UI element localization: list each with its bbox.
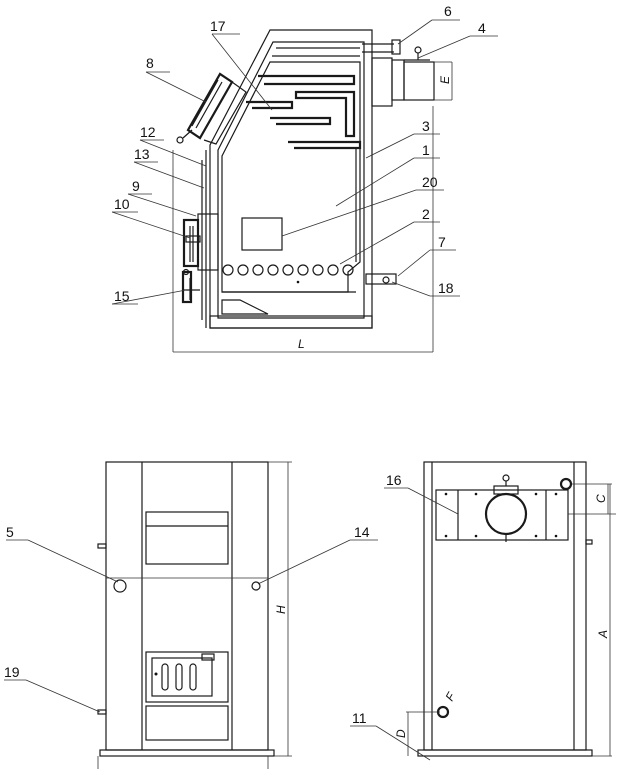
- callout-20: 20: [422, 174, 438, 190]
- inspection-window: [241, 217, 283, 251]
- chimney-outlet: [362, 39, 435, 107]
- callout-8: 8: [146, 55, 154, 71]
- rear-base: [417, 749, 593, 757]
- combustion-chamber: [221, 61, 361, 293]
- feed-door: [176, 72, 247, 145]
- front-lower-door: [145, 651, 229, 741]
- callout-12: 12: [140, 124, 156, 140]
- dim-label-d: D: [394, 729, 408, 738]
- callout-17: 17: [210, 18, 226, 34]
- dimension-a: [572, 483, 612, 757]
- callout-19: 19: [4, 664, 20, 680]
- callout-9: 9: [132, 178, 140, 194]
- front-base: [99, 749, 275, 757]
- dimension-c: [568, 484, 616, 515]
- callout-3: 3: [422, 118, 430, 134]
- water-tubes: [222, 264, 354, 284]
- side-leaders: [111, 19, 498, 305]
- baffles: [246, 74, 362, 150]
- callout-2: 2: [422, 206, 430, 222]
- dimension-e: [434, 61, 453, 101]
- front-outline: [105, 461, 269, 751]
- dim-label-a: A: [596, 630, 610, 639]
- callout-14: 14: [354, 524, 370, 540]
- rear-leaders: [350, 487, 459, 761]
- rear-supply-pipe: [559, 477, 573, 491]
- callout-5: 5: [6, 524, 14, 540]
- callout-4: 4: [478, 20, 486, 36]
- front-view: [97, 461, 292, 769]
- drain-19: [97, 709, 107, 715]
- rear-outline: [423, 461, 587, 751]
- callout-labels: 6 4 17 8 3 12 1 13 20 9 2 10 7 18 15 5 1…: [4, 3, 486, 726]
- side-section-view: [172, 29, 453, 353]
- ash-slope: [221, 299, 269, 315]
- callout-6: 6: [444, 3, 452, 19]
- callout-16: 16: [386, 472, 402, 488]
- connection-14: [251, 581, 261, 591]
- rear-chimney-plate: [435, 474, 569, 542]
- dim-label-e: E: [438, 75, 452, 84]
- callout-18: 18: [438, 280, 454, 296]
- return-pipe: [365, 273, 397, 285]
- dimension-labels: L E H A C D F: [274, 75, 610, 738]
- callout-1: 1: [422, 142, 430, 158]
- dim-label-f: F: [442, 690, 458, 704]
- callout-7: 7: [438, 234, 446, 250]
- callout-10: 10: [114, 196, 130, 212]
- front-leaders: [4, 539, 378, 713]
- dim-label-l: L: [298, 337, 305, 351]
- dim-label-c: C: [594, 494, 608, 503]
- dimension-h: [268, 461, 292, 757]
- base-plate: [209, 315, 373, 329]
- callout-11: 11: [352, 710, 367, 726]
- callout-15: 15: [114, 288, 130, 304]
- ash-door: [181, 268, 200, 304]
- rear-view: [406, 461, 616, 757]
- front-upper-door: [145, 511, 229, 565]
- connection-5: [113, 579, 127, 593]
- dim-label-h: H: [274, 605, 288, 614]
- lower-door: [182, 213, 219, 271]
- inner-casing: [217, 41, 365, 319]
- dimension-l: [172, 106, 434, 353]
- callout-13: 13: [134, 146, 150, 162]
- dimension-d: [406, 711, 440, 756]
